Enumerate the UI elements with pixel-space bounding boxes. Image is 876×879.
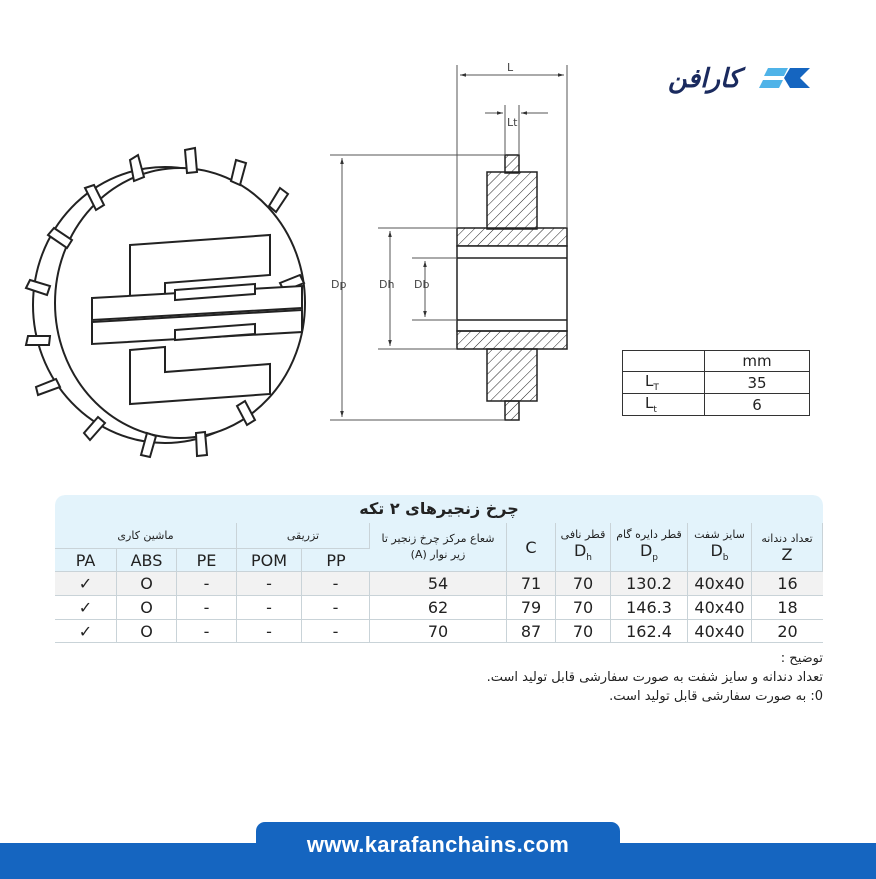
table-title: چرخ زنجیرهای ۲ تکه — [55, 495, 823, 523]
cell-pe: - — [177, 620, 237, 643]
dimension-lines — [330, 65, 568, 421]
cell-a: 70 — [370, 620, 507, 643]
karafan-logo: کارافن — [668, 64, 810, 94]
cell-a: 62 — [370, 596, 507, 620]
cell-pom: - — [237, 572, 302, 596]
sprocket-3d-view — [24, 146, 306, 459]
cell-pe: - — [177, 596, 237, 620]
cell-db: 40x40 — [688, 596, 752, 620]
label-dh: Dh — [379, 278, 394, 291]
cell-pe: - — [177, 572, 237, 596]
cell-db: 40x40 — [688, 620, 752, 643]
cell-a: 54 — [370, 572, 507, 596]
cell-pom: - — [237, 596, 302, 620]
unit-header: mm — [704, 350, 810, 372]
cell-dp: 162.4 — [611, 620, 688, 643]
svg-text:کارافن: کارافن — [668, 64, 746, 94]
cell-dh: 70 — [556, 596, 611, 620]
cell-dh: 70 — [556, 620, 611, 643]
sprocket-bore-blocks — [91, 233, 303, 406]
cell-pa: ✓ — [55, 572, 117, 596]
label-lt: Lt — [507, 116, 518, 129]
cell-z: 16 — [752, 572, 823, 596]
sprocket-drawing: Dp Dh Db L Lt — [24, 61, 568, 459]
spec-table: چرخ زنجیرهای ۲ تکه ماشین کاری تزریقی شعا… — [55, 495, 823, 643]
cell-z: 20 — [752, 620, 823, 643]
cell-dp: 130.2 — [611, 572, 688, 596]
cell-abs: O — [117, 596, 177, 620]
cell-pom: - — [237, 620, 302, 643]
sprocket-teeth — [24, 146, 306, 459]
cell-db: 40x40 — [688, 572, 752, 596]
label-dp: Dp — [331, 278, 346, 291]
sprocket-cross-section — [456, 154, 568, 421]
cell-pa: ✓ — [55, 620, 117, 643]
cell-abs: O — [117, 572, 177, 596]
website-link[interactable]: www.karafanchains.com — [306, 832, 570, 857]
cell-pp: - — [302, 620, 370, 643]
cell-z: 18 — [752, 596, 823, 620]
dimension-table: mm LT 35 Lt 6 — [622, 350, 810, 416]
cell-dh: 70 — [556, 572, 611, 596]
cell-pa: ✓ — [55, 596, 117, 620]
footer-tab — [256, 822, 620, 862]
notes: توضیح : تعداد دندانه و سایز شفت به صورت … — [486, 651, 823, 704]
cell-pp: - — [302, 596, 370, 620]
cell-c: 71 — [507, 572, 556, 596]
table-row: LT 35 — [622, 371, 810, 394]
cell-c: 87 — [507, 620, 556, 643]
table-row: Lt 6 — [622, 393, 810, 416]
cell-pp: - — [302, 572, 370, 596]
label-l: L — [507, 61, 514, 74]
cell-abs: O — [117, 620, 177, 643]
cell-dp: 146.3 — [611, 596, 688, 620]
cell-c: 79 — [507, 596, 556, 620]
label-db: Db — [414, 278, 429, 291]
table-header: ماشین کاری تزریقی شعاع مرکز چرخ زنجیر تا… — [55, 523, 823, 572]
